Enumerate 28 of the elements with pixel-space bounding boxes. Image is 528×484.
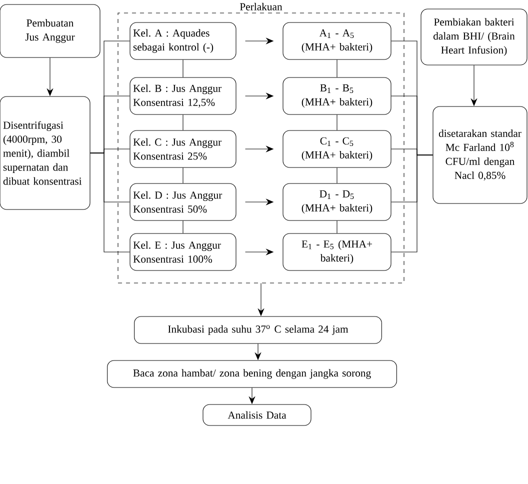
process-box: Pembiakan bakteri dalam BHI/ (Brain Heart Infusion) [420, 8, 528, 66]
process-box: D$_{1}$ - D$_{5}$ (MHA+ bakteri) [282, 183, 392, 221]
node-label: Perlakuan [240, 2, 282, 10]
connector-line [182, 114, 184, 130]
connector-line [182, 60, 184, 78]
process-box: Pembuatan Jus Anggur [0, 4, 100, 58]
process-box: Disentrifugasi (4000rpm, 30 menit), diambil supernatan dan dibuat konsentrasi [0, 96, 90, 210]
process-box: Kel. E : Jus Anggur Konsentrasi 100% [130, 233, 236, 271]
process-box: B$_{1}$ - B$_{5}$ (MHA+ bakteri) [282, 77, 392, 115]
connector-line [336, 168, 338, 184]
process-box: disetarakan standar Mc Farland 10$^{8}$ CFU/ml dengan Nacl 0,85% [432, 106, 528, 204]
process-box: Kel. C : Jus Anggur Konsentrasi 25% [130, 130, 236, 168]
connector-line [182, 168, 184, 184]
process-box: Analisis Data [202, 404, 312, 426]
process-box: Kel. B : Jus Anggur Konsentrasi 12,5% [130, 77, 236, 115]
process-box: A$_{1}$ - A$_{5}$ (MHA+ bakteri) [282, 22, 392, 60]
connector-line [336, 60, 338, 78]
process-box: E$_{1}$ - E$_{5}$ (MHA+ bakteri) [282, 233, 392, 271]
connector-line [336, 114, 338, 130]
connector-line [90, 152, 130, 252]
process-box: C$_{1}$ - C$_{5}$ (MHA+ bakteri) [282, 130, 392, 168]
connector-line [182, 220, 184, 234]
process-box: Kel. D : Jus Anggur Konsentrasi 50% [130, 183, 236, 221]
process-box: Kel. A : Aquades sebagai kontrol (-) [130, 22, 236, 60]
process-box: Baca zona hambat/ zona bening dengan jangka sorong [107, 360, 397, 388]
process-box: Inkubasi pada suhu 37$^{o}$ C selama 24 jam [134, 316, 382, 344]
connector-line [336, 220, 338, 234]
connector-line [391, 154, 433, 252]
